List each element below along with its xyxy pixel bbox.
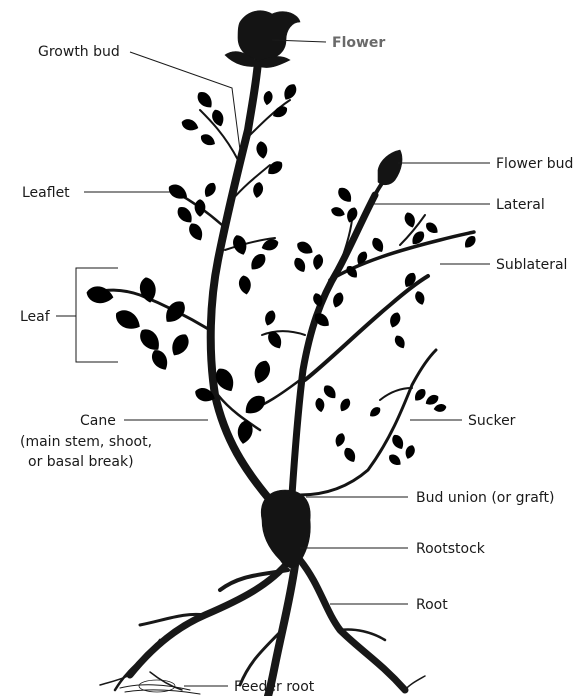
label-rootstock: Rootstock [416,541,486,557]
leaves [85,82,478,468]
label-lateral: Lateral [496,197,545,213]
label-growth-bud: Growth bud [38,44,120,60]
label-bud-union: Bud union (or graft) [416,490,554,506]
label-sucker: Sucker [468,413,516,429]
label-leaf: Leaf [20,309,51,325]
label-cane-note-1: (main stem, shoot, [20,434,152,450]
label-feeder-root: Feeder root [234,679,315,695]
labels: Flower Growth bud Flower bud Lateral Lea… [20,35,573,695]
roots [100,560,425,696]
label-sublateral: Sublateral [496,257,567,273]
label-cane: Cane [80,413,116,429]
flower-bud-shape [378,150,402,185]
label-root: Root [416,597,448,613]
label-leaflet: Leaflet [22,185,70,201]
flower-shape [225,11,300,68]
label-flower: Flower [332,35,385,51]
label-flower-bud: Flower bud [496,156,573,172]
label-cane-note-2: or basal break) [28,454,134,470]
